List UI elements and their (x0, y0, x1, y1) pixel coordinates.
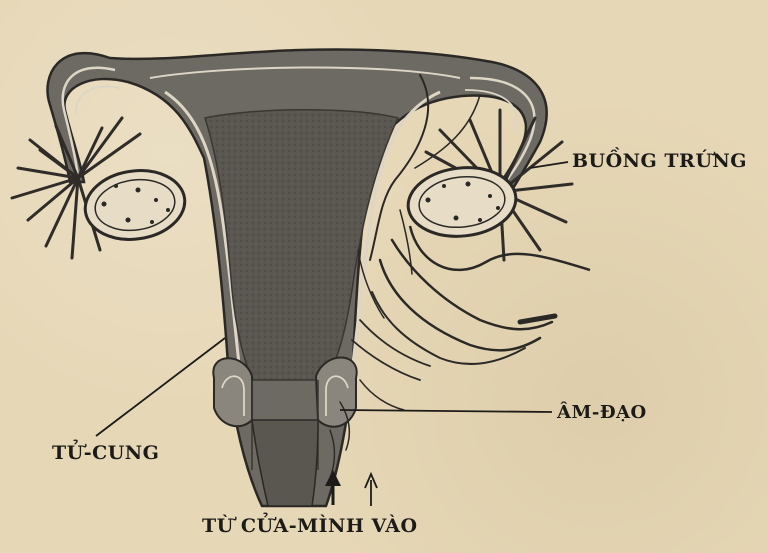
left-ovary (12, 118, 189, 258)
entry-arrow-outline (365, 474, 377, 506)
entry-label: TỪ CỬA-MÌNH VÀO (202, 517, 418, 536)
leader-line-vagina (340, 410, 552, 412)
ovary-label: BUỒNG TRỨNG (572, 152, 747, 171)
entry-arrows (325, 470, 377, 506)
uterus-label: TỬ-CUNG (52, 444, 159, 463)
right-ovary (405, 110, 590, 270)
vagina-label: ÂM-ĐẠO (557, 404, 647, 422)
leader-line-uterus (96, 338, 225, 436)
